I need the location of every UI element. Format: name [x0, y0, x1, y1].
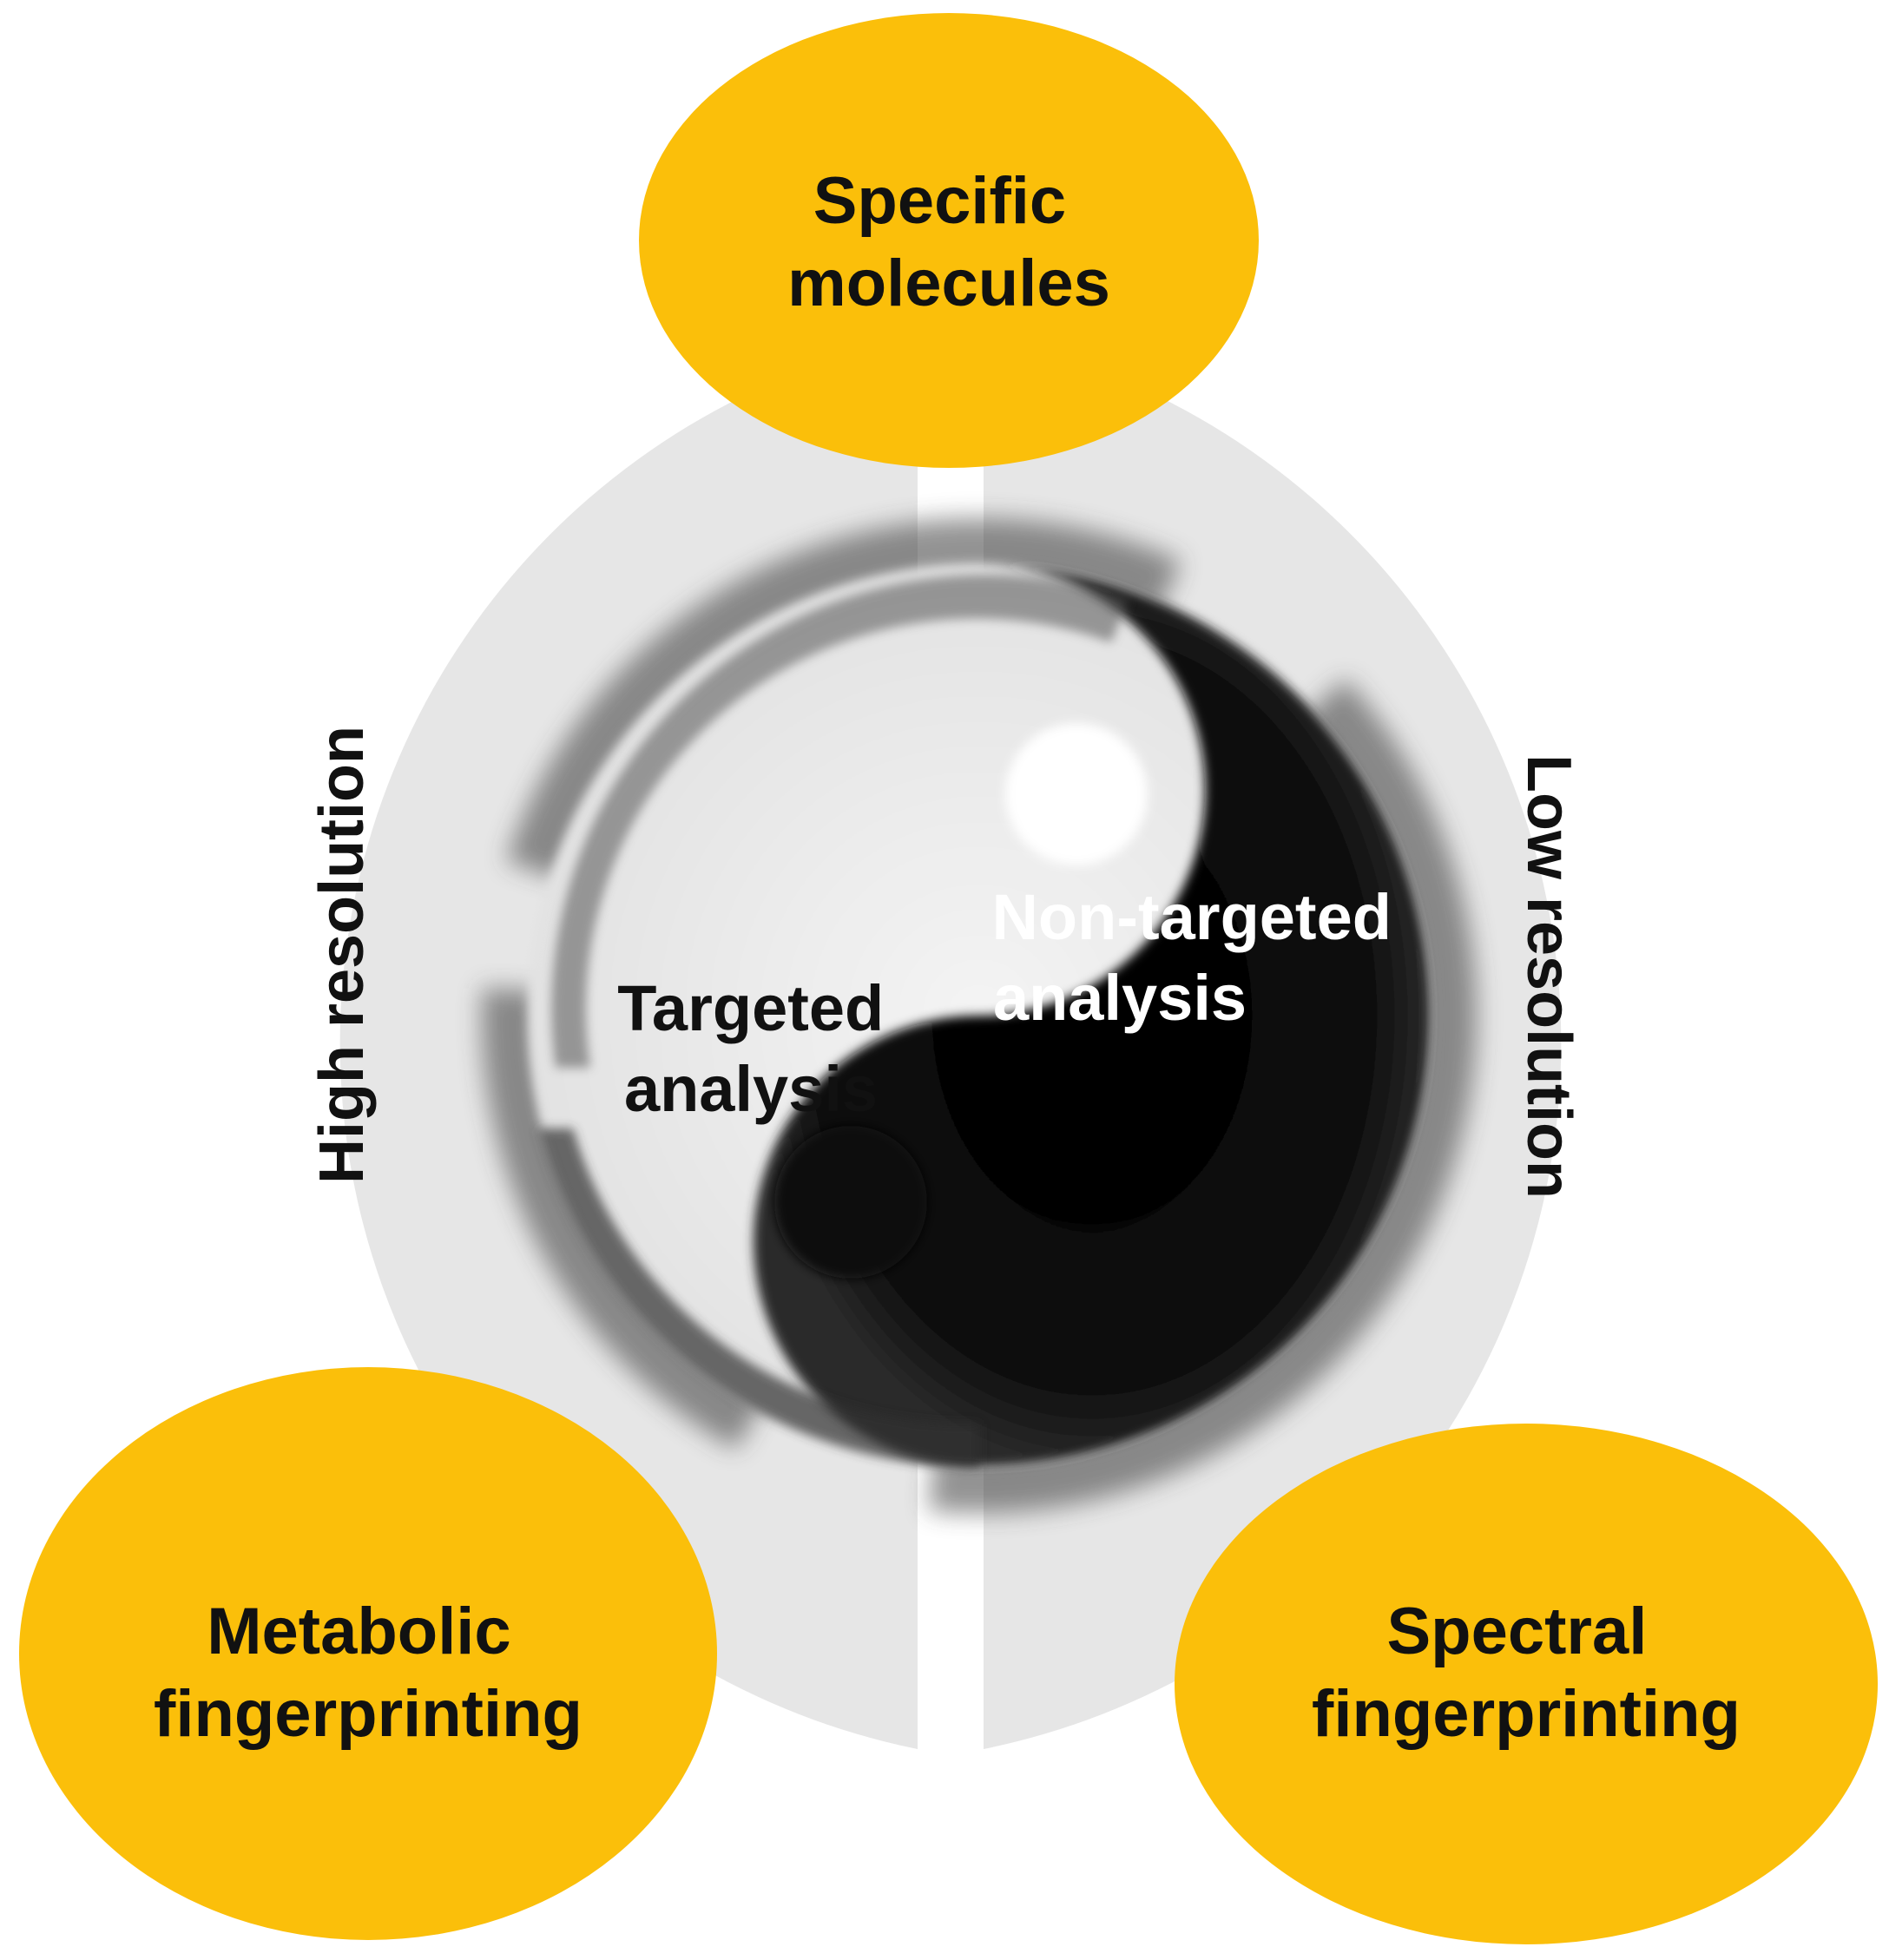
- axis-label-high-resolution: High resolution: [307, 726, 377, 1184]
- node-spectral-fingerprinting-line1: Spectral: [1386, 1595, 1647, 1668]
- node-metabolic-fingerprinting: Metabolic fingerprinting: [19, 1367, 717, 1940]
- node-specific-molecules-line1: Specific: [813, 164, 1066, 238]
- node-specific-molecules: Specific molecules: [639, 13, 1259, 468]
- yin-label-line2: analysis: [624, 1053, 878, 1125]
- node-spectral-fingerprinting-label: Spectral fingerprinting: [1312, 1595, 1741, 1751]
- yang-label-line1: Non-targeted: [991, 881, 1391, 953]
- yang-label: Non-targeted analysis: [991, 881, 1409, 1034]
- node-spectral-fingerprinting: Spectral fingerprinting: [1175, 1424, 1878, 1944]
- top-brush-stroke: [551, 575, 1129, 1068]
- yang-dark-field: [754, 564, 1431, 1467]
- node-specific-molecules-ellipse: [639, 13, 1259, 468]
- node-specific-molecules-line2: molecules: [787, 247, 1110, 320]
- yin-label: Targeted analysis: [617, 972, 902, 1125]
- axis-label-low-resolution: Low resolution: [1514, 754, 1583, 1199]
- yin-label-line1: Targeted: [617, 972, 884, 1044]
- node-metabolic-fingerprinting-line2: fingerprinting: [154, 1677, 582, 1751]
- node-metabolic-fingerprinting-label: Metabolic fingerprinting: [154, 1595, 582, 1751]
- node-specific-molecules-label: Specific molecules: [787, 164, 1110, 320]
- bottom-brush-sweep: [538, 1128, 979, 1468]
- node-metabolic-fingerprinting-ellipse: [19, 1367, 717, 1940]
- yang-label-line2: analysis: [993, 962, 1247, 1034]
- node-metabolic-fingerprinting-line1: Metabolic: [207, 1595, 511, 1668]
- brush-ring: [482, 518, 1477, 1513]
- yang-eye-white-dot: [1005, 723, 1148, 865]
- node-spectral-fingerprinting-line2: fingerprinting: [1312, 1677, 1741, 1751]
- yin-yang-symbol: [482, 518, 1477, 1513]
- node-spectral-fingerprinting-ellipse: [1175, 1424, 1878, 1944]
- yin-eye-black-dot: [774, 1126, 927, 1279]
